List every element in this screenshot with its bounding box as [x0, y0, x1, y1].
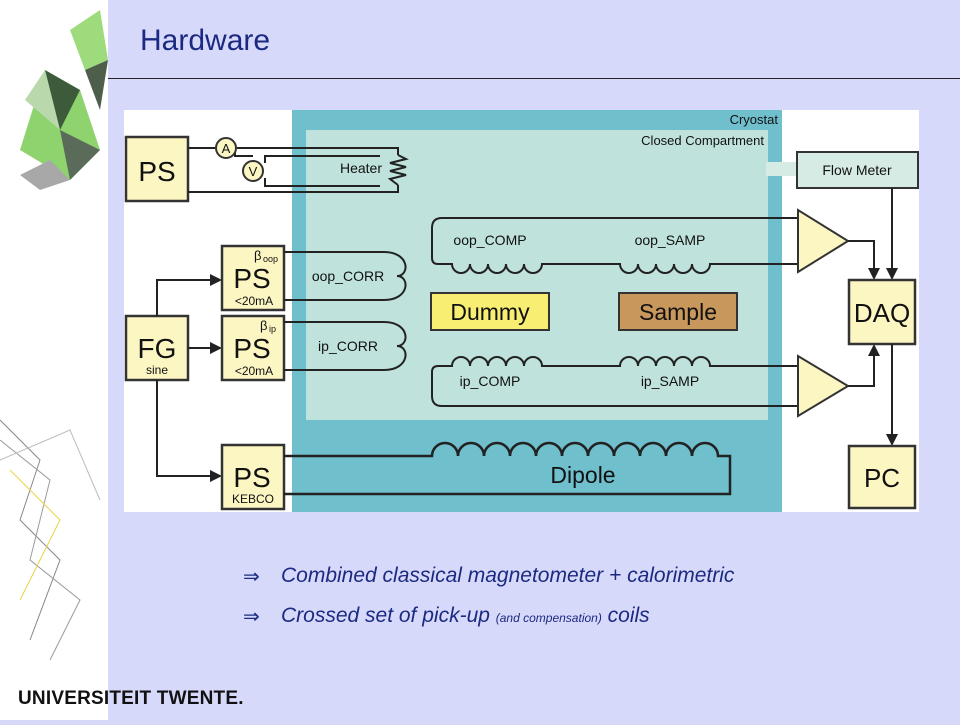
ip-pickup-loop — [431, 356, 798, 407]
bullet-text-main: Crossed set of pick-up — [281, 604, 496, 627]
voltmeter-label: V — [249, 164, 258, 179]
oop-corr-label: oop_CORR — [312, 268, 384, 284]
flow-meter-label: Flow Meter — [822, 162, 892, 178]
dipole-label: Dipole — [550, 462, 615, 488]
ps-kebco-sub: KEBCO — [232, 492, 274, 506]
ps-ip-label: PS — [233, 333, 270, 364]
bullet-text-small: (and compensation) — [495, 611, 602, 625]
title-divider — [108, 78, 960, 79]
ps-oop-box — [220, 244, 286, 312]
heater-label: Heater — [340, 160, 382, 176]
flow-pipe — [766, 162, 798, 176]
oop-amplifier — [797, 208, 850, 274]
heater-resistor — [387, 154, 409, 186]
bullet-text: Combined classical magnetometer + calori… — [281, 564, 735, 587]
fg-sub: sine — [146, 363, 168, 377]
cryostat-label: Cryostat — [730, 112, 779, 127]
bullet-text-end: coils — [601, 604, 650, 627]
oop-comp-label: oop_COMP — [453, 232, 526, 248]
oop-samp-label: oop_SAMP — [635, 232, 706, 248]
university-logo-text: UNIVERSITEIT TWENTE. — [18, 688, 244, 709]
oop-pickup-loop — [431, 217, 798, 274]
oop-corr-coil — [383, 251, 407, 301]
daq-label: DAQ — [854, 298, 910, 328]
ammeter — [215, 137, 237, 159]
ip-corr-coil — [383, 321, 407, 371]
ps-oop-label: PS — [233, 263, 270, 294]
ps-ip-sub: <20mA — [235, 364, 273, 378]
pc-box — [847, 444, 917, 510]
decorative-crystal-graphic — [0, 10, 108, 661]
implies-arrow-icon: ⇒ — [243, 564, 260, 588]
ps-heater-label: PS — [138, 156, 175, 187]
fg-label: FG — [138, 333, 177, 364]
ip-comp-label: ip_COMP — [460, 373, 521, 389]
ps-oop-beta: β — [254, 248, 261, 263]
sample-box — [618, 292, 738, 331]
bullet-list: ⇒ Combined classical magnetometer + calo… — [243, 564, 734, 644]
ps-kebco-label: PS — [233, 462, 270, 493]
bullet-item: ⇒ Combined classical magnetometer + calo… — [243, 564, 734, 604]
sample-label: Sample — [639, 299, 717, 325]
ps-oop-sub: <20mA — [235, 294, 273, 308]
bullet-item: ⇒ Crossed set of pick-up (and compensati… — [243, 604, 734, 644]
dummy-label: Dummy — [450, 299, 530, 325]
ps-ip-beta: β — [260, 318, 267, 333]
ip-amplifier — [797, 354, 850, 418]
bullet-text: Crossed set of pick-up (and compensation… — [281, 604, 650, 628]
ps-ip-beta-sub: ip — [269, 324, 276, 334]
compartment-label: Closed Compartment — [641, 133, 764, 148]
sidebar-decoration — [0, 0, 108, 720]
implies-arrow-icon: ⇒ — [243, 604, 260, 628]
ammeter-label: A — [222, 141, 231, 156]
ip-samp-label: ip_SAMP — [641, 373, 699, 389]
ps-heater-box — [124, 135, 190, 203]
dipole-coil — [284, 441, 732, 496]
closed-compartment-region — [306, 130, 768, 420]
voltmeter — [242, 160, 264, 182]
page-title: Hardware — [140, 24, 271, 57]
dummy-box — [430, 292, 550, 331]
pc-label: PC — [864, 463, 900, 493]
ip-corr-label: ip_CORR — [318, 338, 378, 354]
ps-ip-box — [220, 314, 286, 382]
daq-box — [847, 278, 917, 346]
ps-kebco-box — [220, 443, 286, 511]
flow-meter-box — [796, 151, 919, 189]
ps-oop-beta-sub: oop — [263, 254, 278, 264]
